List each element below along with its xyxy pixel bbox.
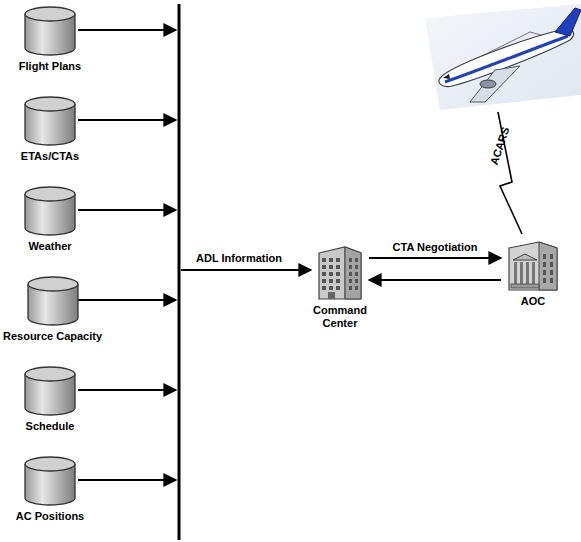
adl-arrow: [181, 269, 311, 271]
node-label: Command Center: [305, 304, 375, 330]
building-icon: [505, 238, 561, 292]
node-label: AOC: [521, 295, 545, 308]
node-label: Weather: [28, 240, 71, 253]
airplane-illustration: [425, 4, 581, 110]
bus-arrows: [78, 30, 176, 480]
database-cylinder: [26, 275, 80, 327]
database-node: Flight Plans: [19, 5, 81, 73]
database-cylinder: [23, 95, 77, 147]
connector-arrow: [369, 257, 501, 259]
node-label: Resource Capacity: [3, 330, 102, 343]
database-cylinder: [23, 365, 77, 417]
bus-line: [178, 4, 181, 540]
node-label: AC Positions: [16, 510, 84, 523]
building-icon: [315, 243, 365, 301]
node-label: ETAs/CTAs: [21, 150, 79, 163]
building-node: Command Center: [305, 243, 375, 330]
connector-arrow: [369, 279, 501, 281]
flow-label: ADL Information: [194, 252, 284, 264]
building-node: AOC: [505, 238, 561, 308]
database-cylinder: [23, 5, 77, 57]
database-cylinder: [23, 185, 77, 237]
database-node: AC Positions: [16, 455, 84, 523]
node-label: Flight Plans: [19, 60, 81, 73]
database-node: Schedule: [23, 365, 77, 433]
edge-label: CTA Negotiation: [391, 241, 480, 253]
node-label: Schedule: [26, 420, 75, 433]
database-cylinder: [23, 455, 77, 507]
database-node: Resource Capacity: [3, 275, 102, 343]
database-node: Weather: [23, 185, 77, 253]
database-node: ETAs/CTAs: [21, 95, 79, 163]
